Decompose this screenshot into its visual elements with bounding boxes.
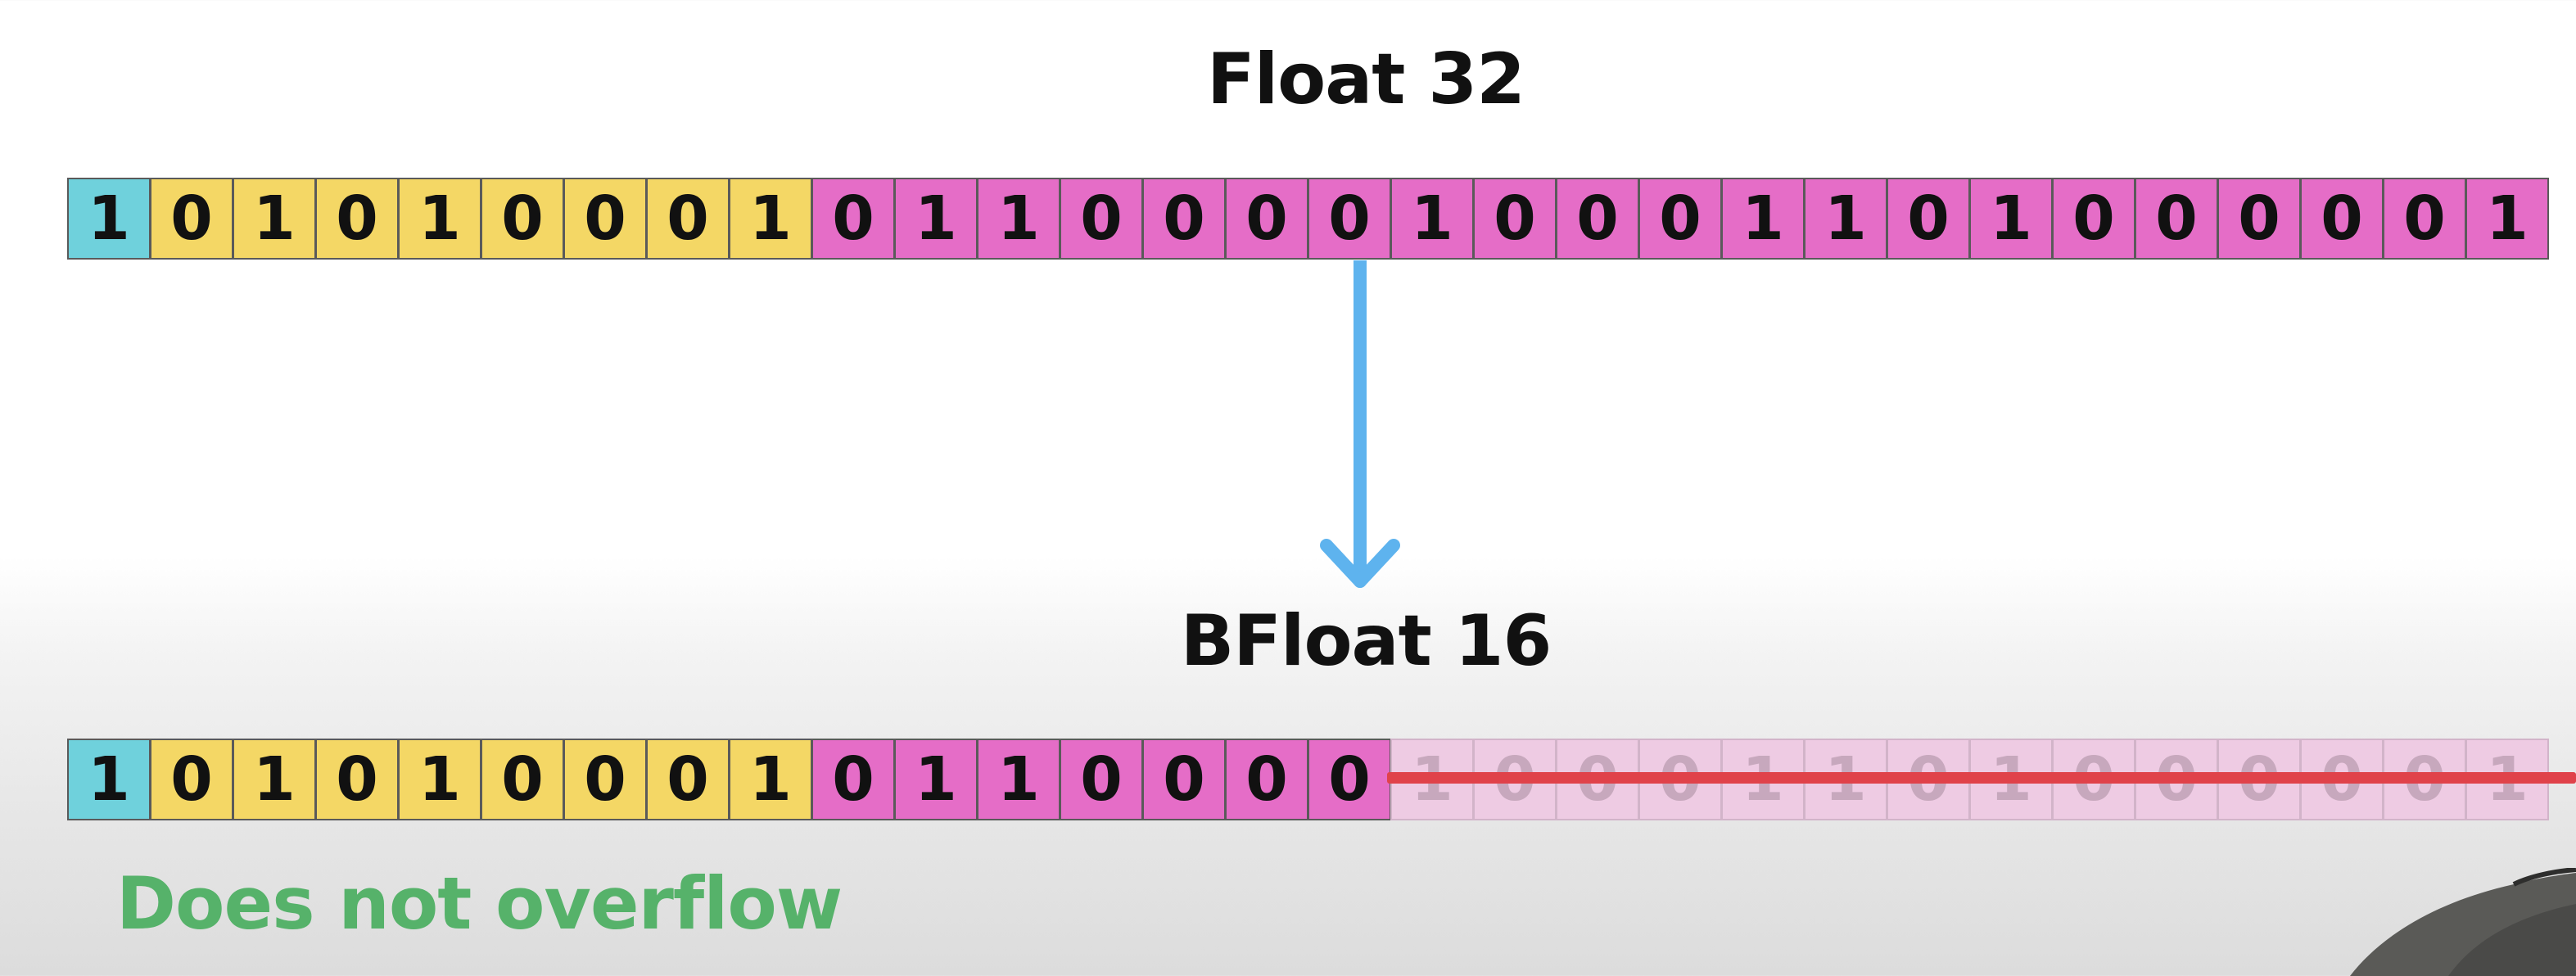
bfloat16-exponent-bit: 0 (563, 739, 647, 820)
float32-title: Float 32 (1206, 38, 1525, 120)
bfloat16-mantissa-bit: 0 (811, 739, 895, 820)
presenter-shoulder-image (2350, 868, 2576, 976)
bfloat16-exponent-bit: 0 (481, 739, 564, 820)
bfloat16-mantissa-bit: 0 (1142, 739, 1226, 820)
float32-mantissa-bit: 1 (1804, 178, 1887, 260)
float32-exponent-bit: 0 (150, 178, 233, 260)
bfloat16-exponent-bit: 0 (646, 739, 730, 820)
float32-exponent-bit: 1 (729, 178, 812, 260)
float32-mantissa-bit: 0 (2052, 178, 2135, 260)
float32-mantissa-bit: 0 (1556, 178, 1639, 260)
float32-mantissa-bit: 1 (2465, 178, 2549, 260)
bfloat16-mantissa-bit: 0 (1308, 739, 1391, 820)
float32-exponent-bit: 0 (646, 178, 730, 260)
float32-exponent-bit: 1 (233, 178, 316, 260)
float32-mantissa-bit: 0 (2217, 178, 2301, 260)
bfloat16-exponent-bit: 1 (729, 739, 812, 820)
bfloat16-exponent-bit: 0 (150, 739, 233, 820)
float32-mantissa-bit: 1 (977, 178, 1060, 260)
bfloat16-mantissa-bit: 0 (1060, 739, 1143, 820)
float32-exponent-bit: 0 (315, 178, 399, 260)
bfloat16-exponent-bit: 1 (233, 739, 316, 820)
float32-mantissa-bit: 0 (1225, 178, 1308, 260)
bfloat16-sign-bit: 1 (67, 739, 151, 820)
float32-mantissa-bit: 0 (1060, 178, 1143, 260)
float32-mantissa-bit: 1 (1390, 178, 1474, 260)
float32-exponent-bit: 0 (563, 178, 647, 260)
bfloat16-exponent-bit: 1 (398, 739, 481, 820)
down-arrow-icon (1320, 260, 1400, 588)
bfloat16-mantissa-bit: 1 (894, 739, 978, 820)
status-text: Does not overflow (116, 861, 843, 946)
bfloat16-mantissa-bit: 0 (1225, 739, 1308, 820)
float32-mantissa-bit: 0 (2383, 178, 2466, 260)
bfloat16-exponent-bit: 0 (315, 739, 399, 820)
bfloat16-title: BFloat 16 (1180, 600, 1552, 682)
float32-exponent-bit: 0 (481, 178, 564, 260)
float32-mantissa-bit: 0 (2135, 178, 2218, 260)
float32-mantissa-bit: 0 (1638, 178, 1722, 260)
float32-mantissa-bit: 0 (2300, 178, 2384, 260)
float32-exponent-bit: 1 (398, 178, 481, 260)
truncation-strike-line (1387, 772, 2576, 784)
float32-mantissa-bit: 0 (1887, 178, 1970, 260)
bfloat16-mantissa-bit: 1 (977, 739, 1060, 820)
float32-mantissa-bit: 1 (894, 178, 978, 260)
float32-mantissa-bit: 1 (1721, 178, 1805, 260)
float32-sign-bit: 1 (67, 178, 151, 260)
float32-mantissa-bit: 0 (1308, 178, 1391, 260)
float32-mantissa-bit: 0 (1473, 178, 1557, 260)
float32-mantissa-bit: 0 (811, 178, 895, 260)
float32-mantissa-bit: 1 (1969, 178, 2053, 260)
float32-mantissa-bit: 0 (1142, 178, 1226, 260)
